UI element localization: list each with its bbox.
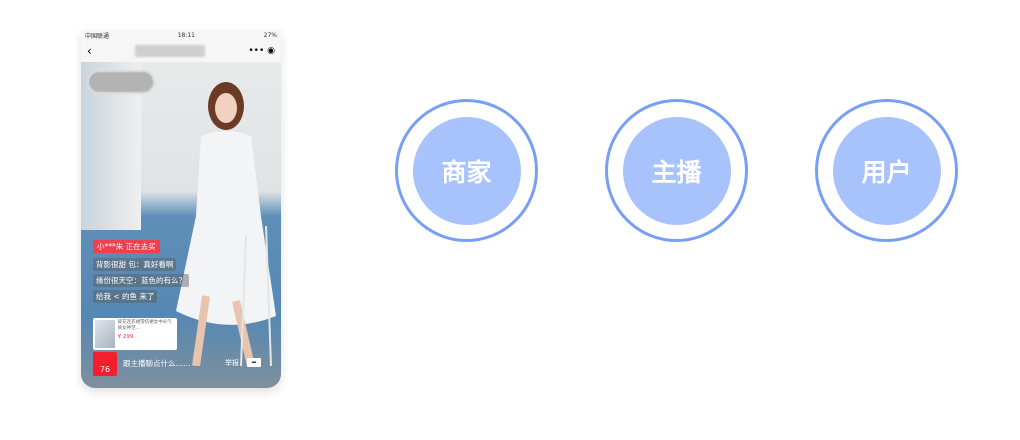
model-photo — [176, 82, 276, 366]
carrier: 中国联通 — [85, 32, 110, 40]
nav-bar: ‹ ••• ◉ — [81, 40, 281, 62]
shopping-bag-button[interactable]: 76 — [93, 352, 117, 376]
battery: 27% — [263, 31, 277, 39]
chat-message: 背影很甜 包：真好看啊 — [93, 258, 177, 271]
role-streamer: 主播 — [605, 99, 748, 242]
buying-notice: 小***朱 正在去买 — [93, 240, 160, 253]
product-thumbnail — [95, 320, 115, 348]
status-bar: 中国联通 18:11 27% — [81, 30, 281, 40]
report-button[interactable]: 举报 — [225, 359, 239, 367]
background-wall — [81, 30, 141, 230]
chat-message: 给我 < 的鱼 来了 — [93, 290, 158, 303]
chat-input[interactable]: 跟主播聊点什么…… — [123, 359, 191, 368]
role-label: 用户 — [832, 116, 941, 225]
product-card[interactable]: 碎花连衣裙雪纺裙女中长气质女神范... ¥ 299 — [93, 318, 177, 350]
product-title: 碎花连衣裙雪纺裙女中长气质女神范... — [117, 320, 172, 331]
phone-live-screenshot: 中国联通 18:11 27% ‹ ••• ◉ 小***朱 正在去买 背影很甜 包… — [81, 30, 281, 388]
share-icon[interactable]: ➦ — [247, 358, 261, 367]
blurred-title — [135, 45, 206, 57]
product-price: ¥ 299 — [117, 333, 134, 340]
role-merchant: 商家 — [395, 99, 538, 242]
role-user: 用户 — [815, 99, 958, 242]
blurred-host-info — [87, 70, 155, 94]
time: 18:11 — [177, 31, 195, 39]
role-label: 商家 — [412, 116, 521, 225]
cart-count: 76 — [99, 365, 111, 374]
more-icon[interactable]: ••• ◉ — [248, 46, 275, 56]
back-icon[interactable]: ‹ — [87, 44, 92, 58]
role-label: 主播 — [622, 116, 731, 225]
chat-message: 缘份很天空：蓝色的有么？ — [93, 274, 189, 287]
